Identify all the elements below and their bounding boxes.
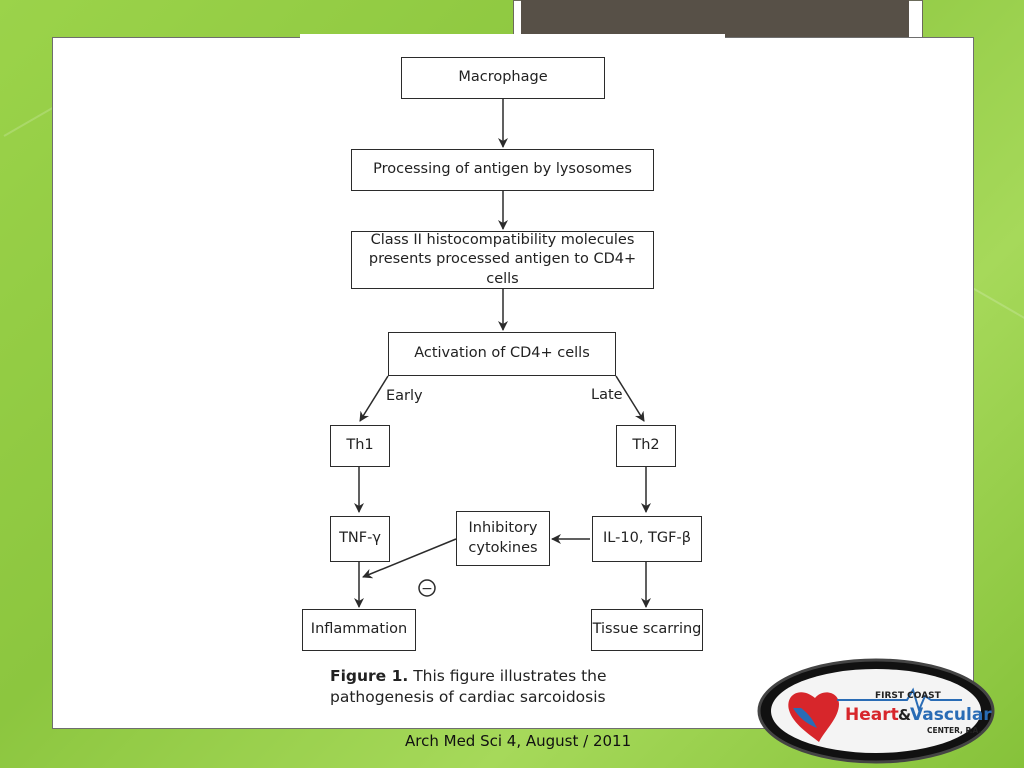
- node-inhibitory-line1: Inhibitory: [468, 519, 538, 536]
- node-tnf-gamma: TNF-γ: [330, 516, 390, 562]
- arrow-activation-to-th1: [359, 375, 389, 422]
- logo-line1: FIRST COAST: [875, 691, 942, 701]
- node-macrophage-label: Macrophage: [458, 69, 548, 86]
- node-macrophage: Macrophage: [401, 57, 605, 99]
- figure-caption-label: Figure 1.: [330, 667, 409, 685]
- inhibition-symbol: −: [421, 581, 433, 597]
- node-class2-line2: presents processed antigen to CD4+ cells: [368, 251, 637, 287]
- arrow-activation-to-th2: [615, 375, 645, 422]
- edge-label-early: Early: [386, 388, 423, 404]
- node-il10-tgf-beta-label: IL-10, TGF-β: [603, 530, 691, 547]
- node-inhibitory-cytokines: Inhibitory cytokines: [456, 511, 550, 566]
- node-inflammation-label: Inflammation: [310, 621, 408, 638]
- node-inflammation: Inflammation: [302, 609, 416, 651]
- inhibition-circle: [418, 579, 436, 597]
- logo-line4: CENTER, P.A.: [927, 726, 981, 735]
- figure-caption-text: This figure illustrates the pathogenesis…: [330, 667, 607, 706]
- node-tissue-scarring: Tissue scarring: [591, 609, 703, 651]
- figure-caption: Figure 1. This figure illustrates the pa…: [330, 666, 710, 708]
- logo-amp: &: [898, 706, 911, 724]
- pulse-line-icon: [837, 687, 962, 713]
- node-th1-label: Th1: [346, 437, 374, 454]
- node-th1: Th1: [330, 425, 390, 467]
- node-antigen-processing: Processing of antigen by lysosomes: [351, 149, 654, 191]
- node-class2-line1: Class II histocompatibility molecules: [370, 231, 635, 248]
- node-class2-presentation: Class II histocompatibility molecules pr…: [351, 231, 654, 289]
- node-cd4-activation: Activation of CD4+ cells: [388, 332, 616, 376]
- edge-label-late: Late: [591, 387, 623, 403]
- citation-footer: Arch Med Sci 4, August / 2011: [405, 732, 632, 750]
- pathogenesis-figure: − Macrophage Processing of antigen by ly…: [300, 34, 725, 724]
- node-antigen-processing-label: Processing of antigen by lysosomes: [373, 161, 632, 178]
- node-tnf-gamma-label: TNF-γ: [339, 530, 381, 547]
- node-th2-label: Th2: [632, 437, 660, 454]
- node-tissue-scarring-label: Tissue scarring: [592, 621, 702, 638]
- arrow-inhibitory-to-inflammation: [362, 538, 457, 579]
- logo-line2: Heart: [845, 705, 899, 725]
- first-coast-logo: FIRST COAST Heart & Vascular CENTER, P.A…: [757, 658, 995, 764]
- node-inhibitory-line2: cytokines: [468, 539, 538, 556]
- background-decoration: [3, 105, 57, 137]
- heart-icon: [788, 692, 839, 742]
- node-il10-tgf-beta: IL-10, TGF-β: [592, 516, 702, 562]
- flow-arrows: −: [354, 99, 651, 608]
- node-th2: Th2: [616, 425, 676, 467]
- logo-line3: Vascular: [910, 705, 992, 725]
- node-cd4-activation-label: Activation of CD4+ cells: [414, 345, 590, 362]
